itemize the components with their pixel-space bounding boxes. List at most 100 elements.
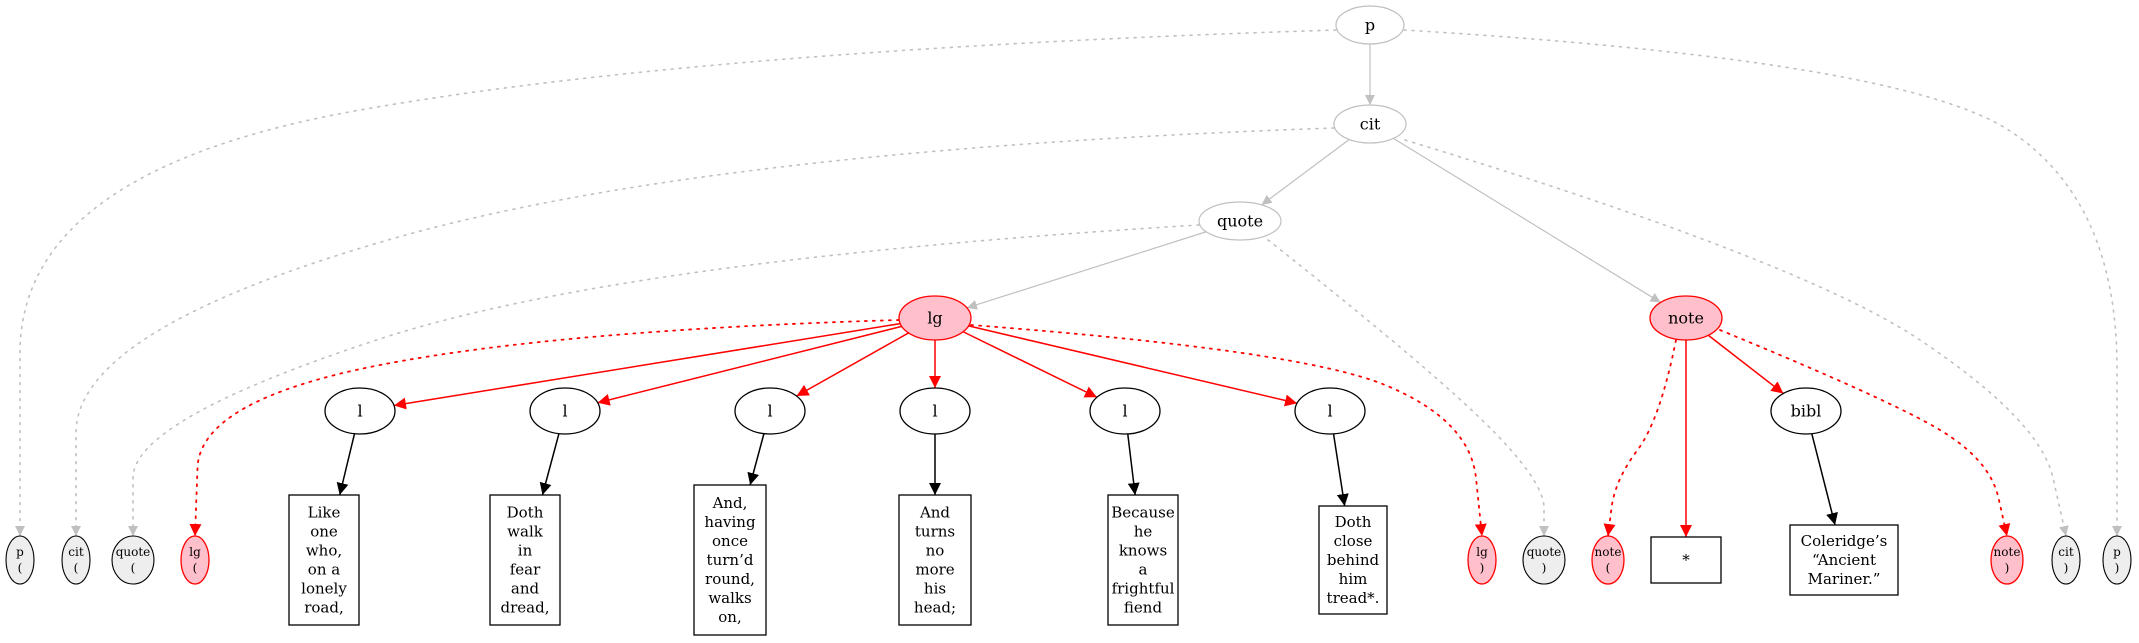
node-l1-label-line-0: l	[357, 402, 362, 421]
edge-l1-to-t1	[336, 433, 356, 496]
edge-quote-to-lg	[966, 231, 1207, 310]
node-quoteC-shape	[1522, 535, 1566, 585]
edge-cit-to-citC	[1404, 139, 2069, 537]
node-noteO-shape	[1591, 535, 1625, 585]
node-t5-label-line-5: fiend	[1124, 599, 1163, 617]
node-p: p	[1335, 5, 1405, 45]
node-quoteC-label-line-1: )	[1542, 561, 1547, 575]
edges-layer	[15, 29, 2122, 537]
node-noteC: note)	[1990, 535, 2024, 585]
node-l2-label-line-0: l	[562, 402, 567, 421]
node-quoteO-label-line-1: (	[131, 561, 136, 575]
node-t3-label-line-1: having	[704, 513, 756, 531]
node-quote: quote	[1198, 201, 1282, 241]
node-l5-label-line-0: l	[1122, 402, 1127, 421]
node-pO: p(	[5, 535, 35, 585]
edge-quote-to-quoteC	[1267, 239, 1549, 537]
node-citC: cit)	[2051, 535, 2081, 585]
node-l2: l	[529, 387, 601, 435]
node-t3-label-line-0: And,	[712, 494, 748, 512]
node-quoteC: quote)	[1522, 535, 1566, 585]
node-t5-label-line-4: frightful	[1112, 580, 1175, 598]
node-bibl: bibl	[1770, 387, 1842, 435]
node-t2-label-line-3: fear	[510, 561, 541, 579]
node-quoteO: quote(	[111, 535, 155, 585]
node-t3-label-line-3: turn’d	[707, 551, 754, 569]
node-quote-shape	[1198, 201, 1282, 241]
node-t2-label-line-0: Doth	[507, 504, 544, 522]
node-t6-shape	[1318, 505, 1388, 615]
node-pC-label-line-0: p	[2113, 545, 2121, 559]
node-l6-label-line-0: l	[1327, 402, 1332, 421]
node-t2-label-line-1: walk	[507, 523, 544, 541]
node-t3-label-line-6: on,	[718, 608, 741, 626]
node-l6-shape	[1294, 387, 1366, 435]
node-pC: p)	[2102, 535, 2132, 585]
node-l6: l	[1294, 387, 1366, 435]
edge-p-to-pO	[15, 29, 1337, 537]
node-l3-shape	[734, 387, 806, 435]
node-t4-label-line-4: his	[924, 580, 946, 598]
node-t1-label-line-1: one	[310, 523, 338, 541]
edge-lg-to-lgO	[189, 319, 900, 537]
node-t1-label-line-5: road,	[304, 599, 344, 617]
edge-lg-to-lgC	[970, 324, 1487, 537]
node-t4-label-line-1: turns	[915, 523, 955, 541]
edge-note-to-noteC	[1719, 329, 2011, 537]
node-bibl-label-line-0: bibl	[1791, 402, 1822, 421]
node-t5-shape	[1107, 494, 1179, 626]
node-note-label-line-0: note	[1668, 309, 1704, 328]
node-t4-label-line-3: more	[915, 561, 954, 579]
node-citC-label-line-0: cit	[2058, 545, 2074, 559]
node-lgC-shape	[1467, 535, 1497, 585]
edge-lg-to-l1	[393, 322, 901, 410]
node-t6-label-line-4: tread*.	[1327, 589, 1380, 607]
node-l4-label-line-0: l	[932, 402, 937, 421]
node-quoteO-shape	[111, 535, 155, 585]
node-bibl-shape	[1770, 387, 1842, 435]
node-lg-shape	[898, 295, 972, 341]
node-lgC: lg)	[1467, 535, 1497, 585]
node-t7-shape	[1650, 536, 1722, 584]
node-lgO-label-line-1: (	[193, 561, 198, 575]
node-t2-label-line-2: in	[518, 542, 533, 560]
node-l3: l	[734, 387, 806, 435]
node-l4: l	[899, 387, 971, 435]
node-quote-label-line-0: quote	[1217, 212, 1263, 231]
edge-l3-to-t3	[747, 433, 765, 486]
edge-p-to-pC	[1403, 29, 2122, 537]
node-noteO-label-line-1: (	[1606, 561, 1611, 575]
node-pO-label-line-1: (	[18, 561, 23, 575]
node-note: note	[1649, 295, 1723, 341]
node-noteC-label-line-1: )	[2005, 561, 2010, 575]
node-l5: l	[1089, 387, 1161, 435]
node-t3-label-line-2: once	[712, 532, 748, 550]
edge-lg-to-l2	[597, 325, 902, 406]
node-lgO: lg(	[180, 535, 210, 585]
node-t2-label-line-5: dread,	[501, 599, 550, 617]
node-citO: cit(	[61, 535, 91, 585]
node-l1: l	[324, 387, 396, 435]
node-citO-shape	[61, 535, 91, 585]
edge-note-to-bibl	[1707, 334, 1784, 395]
node-t3-label-line-4: round,	[705, 570, 755, 588]
edge-lg-to-l5	[962, 331, 1098, 398]
node-t6-label-line-0: Doth	[1335, 513, 1372, 531]
node-pO-shape	[5, 535, 35, 585]
node-t6-label-line-2: behind	[1327, 551, 1380, 569]
node-t7: *	[1650, 536, 1722, 584]
node-citO-label-line-1: (	[74, 561, 79, 575]
node-t1-label-line-4: lonely	[301, 580, 347, 598]
node-l4-shape	[899, 387, 971, 435]
node-l2-shape	[529, 387, 601, 435]
node-t3-label-line-5: walks	[708, 589, 751, 607]
node-t8-label-line-2: Mariner.”	[1808, 570, 1881, 588]
edge-note-to-noteO	[1603, 339, 1677, 537]
edge-l6-to-t6	[1332, 433, 1349, 507]
node-t1-label-line-0: Like	[308, 504, 341, 522]
